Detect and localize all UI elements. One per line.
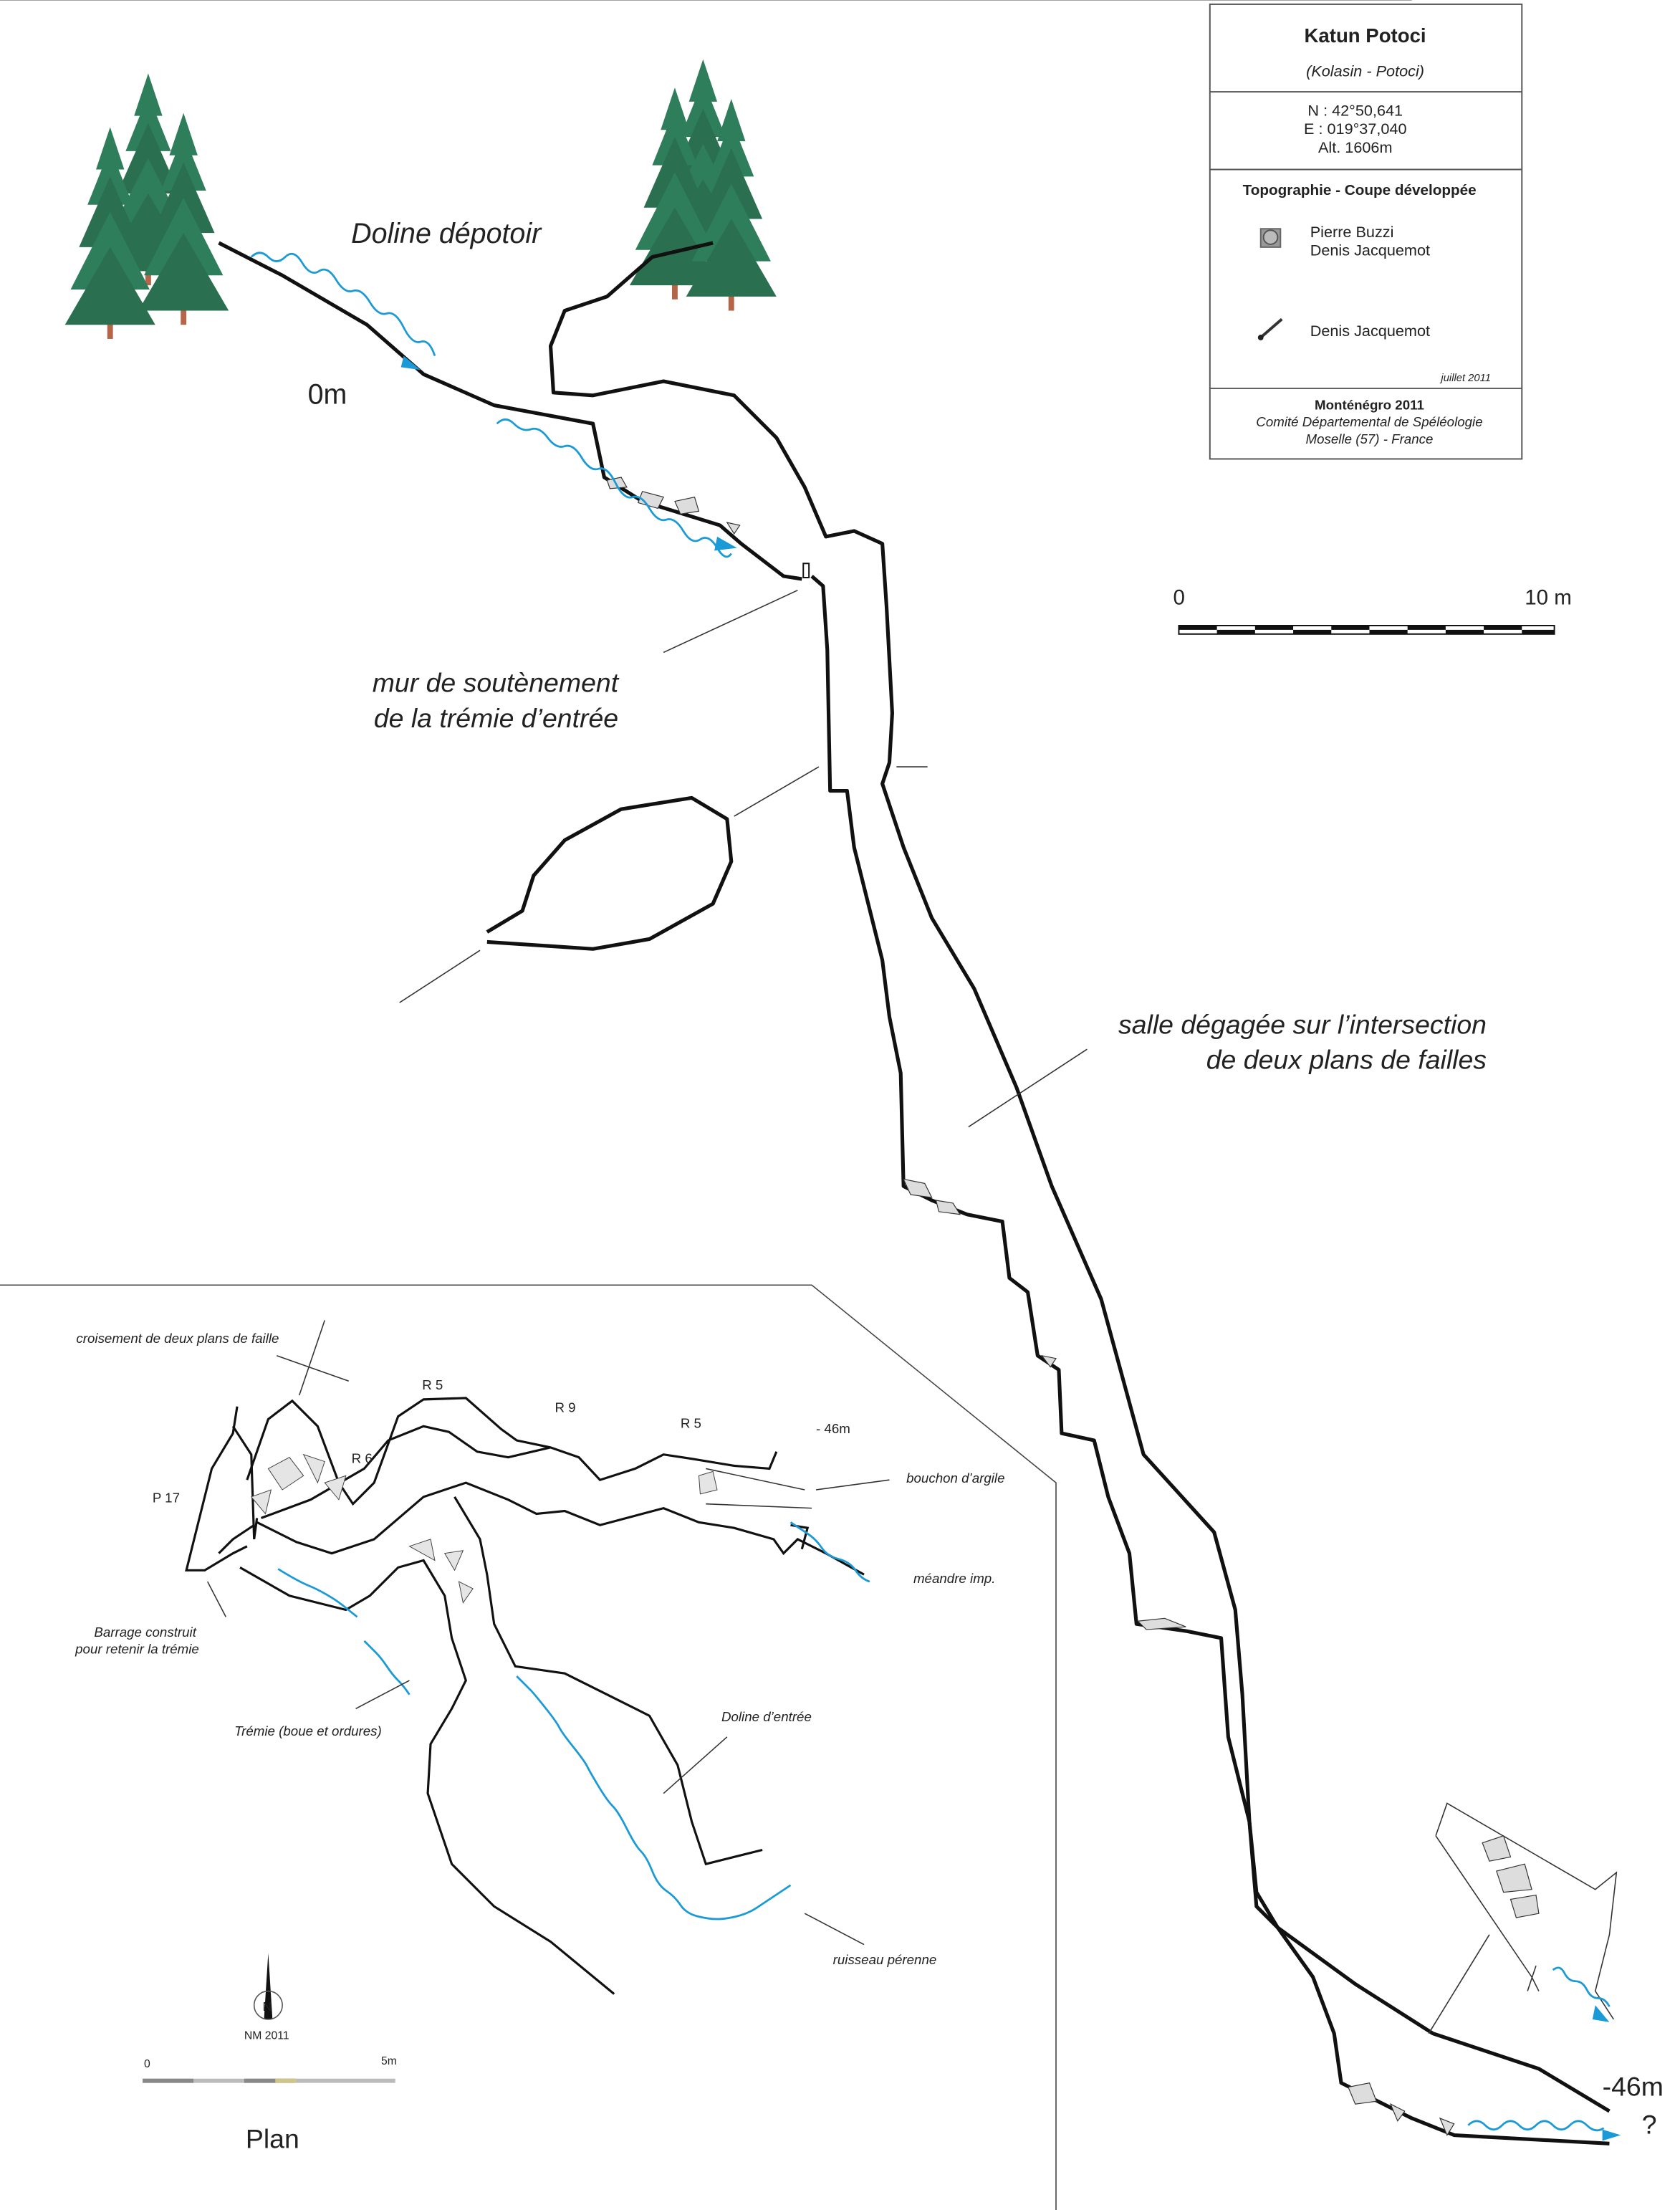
leader-line (734, 766, 820, 817)
unknown-continuation: ? (1642, 2110, 1657, 2140)
survey-type: Topographie - Coupe développée (1243, 182, 1477, 198)
north-label: NM 2011 (244, 2030, 289, 2042)
depth-bottom-label: -46m (1603, 2071, 1664, 2101)
org-line-2: Moselle (57) - France (1306, 431, 1434, 446)
stream-section-1 (250, 252, 436, 357)
plan-scale-end: 5m (381, 2055, 397, 2067)
surveyor-2: Denis Jacquemot (1310, 241, 1430, 259)
plan-dam-label-1: Barrage construit (94, 1625, 196, 1640)
plan-title: Plan (246, 2123, 299, 2153)
plan-clay-label: bouchon d’argile (906, 1470, 1004, 1486)
plan-scale-start: 0 (144, 2058, 150, 2070)
svg-text:N: N (263, 1999, 272, 2014)
scale-end: 10 m (1525, 585, 1572, 609)
leader-line (968, 1048, 1088, 1128)
expedition: Monténégro 2011 (1315, 397, 1424, 412)
compass-icon (1259, 228, 1282, 248)
retaining-wall (802, 563, 810, 578)
brush-icon (1257, 317, 1283, 340)
coord-e: E : 019°37,040 (1304, 120, 1407, 138)
side-chamber (486, 795, 734, 951)
plan-meander-label: méandre imp. (913, 1571, 995, 1586)
wall-label-line-2: de la trémie d’entrée (374, 703, 618, 733)
plan-stream (516, 1675, 792, 1920)
boulders (606, 477, 1455, 2136)
surveyor-1: Pierre Buzzi (1310, 223, 1394, 241)
plan-scale-bar (143, 2078, 395, 2083)
plan-r6: R 6 (352, 1451, 373, 1466)
plan-dam-label-2: pour retenir la trémie (75, 1642, 199, 1657)
hall-label-line-2: de deux plans de failles (1206, 1045, 1487, 1075)
plan-depth: - 46m (816, 1421, 850, 1436)
leader-line (399, 949, 481, 1003)
altitude: Alt. 1606m (1318, 138, 1393, 156)
location: (Kolasin - Potoci) (1306, 62, 1424, 80)
plan-scree-label: Trémie (boue et ordures) (234, 1723, 382, 1738)
plan-r5a: R 5 (422, 1377, 443, 1392)
section-scale-bar (1178, 624, 1555, 635)
hall-label-line-1: salle dégagée sur l’intersection (1118, 1009, 1487, 1039)
cave-section-shaft-left (810, 575, 1610, 2146)
cave-name: Katun Potoci (1305, 24, 1426, 47)
wall-label-line-1: mur de soutènement (373, 668, 620, 698)
stream-section-2 (496, 418, 732, 558)
plan-fault-label: croisement de deux plans de faille (76, 1331, 279, 1346)
plan-stream-label: ruisseau pérenne (833, 1952, 937, 1967)
depth-top-label: 0m (308, 379, 347, 411)
cave-section-left-wall (218, 241, 802, 581)
doline-label: Doline dépotoir (351, 218, 542, 249)
scale-start: 0 (1173, 585, 1185, 609)
plan-doline-label: Doline d’entrée (721, 1709, 812, 1724)
stream-section-3 (1467, 2120, 1605, 2132)
coord-n: N : 42°50,641 (1307, 102, 1403, 120)
date: juillet 2011 (1439, 373, 1491, 384)
cave-section-right-wall (548, 241, 1611, 2113)
drawer: Denis Jacquemot (1310, 322, 1430, 340)
plan-r9: R 9 (555, 1400, 575, 1415)
leader-line (1428, 1934, 1490, 2034)
tree-icon-left (64, 73, 229, 339)
plan-drawing (0, 0, 1412, 1995)
plan-border (0, 1284, 1057, 2210)
leader-line (663, 590, 798, 654)
org-line-1: Comité Départemental de Spéléologie (1256, 414, 1482, 429)
plan-r5b: R 5 (681, 1415, 701, 1430)
inset-detail (1435, 1802, 1618, 2022)
plan-p17: P 17 (153, 1491, 180, 1506)
north-arrow-icon: N (253, 1953, 283, 2020)
tree-icon-right (629, 59, 777, 311)
title-block: Katun Potoci (Kolasin - Potoci) N : 42°5… (1209, 3, 1523, 460)
